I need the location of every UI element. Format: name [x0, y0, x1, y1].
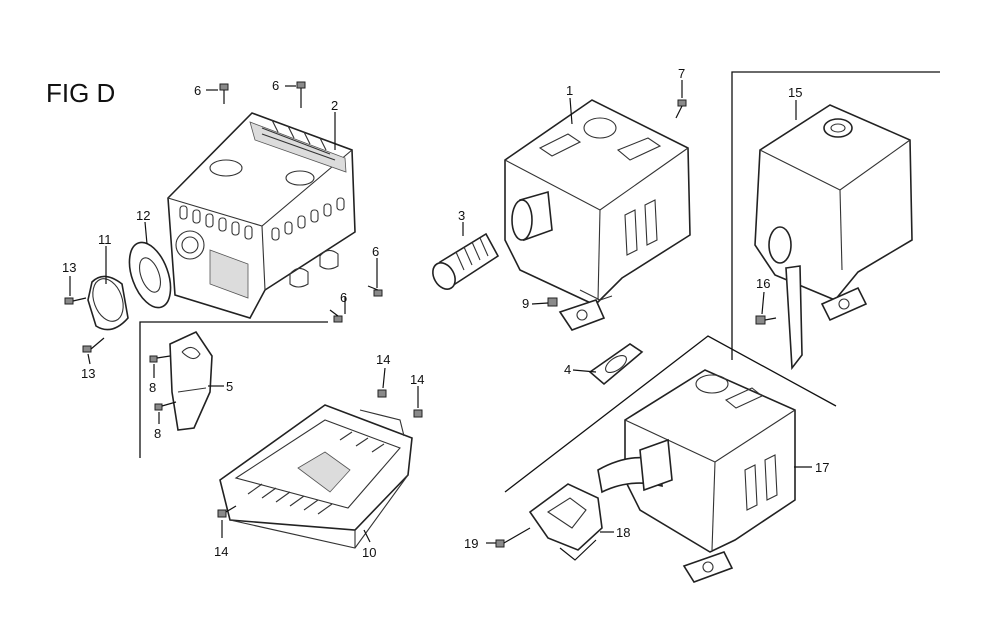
part-muffler-alt-bottom	[597, 369, 796, 583]
part-spark-arrester-cap	[87, 275, 129, 331]
leader-lines	[69, 80, 812, 561]
callout-13: 13	[81, 366, 95, 381]
callout-9: 9	[522, 296, 529, 311]
frame-muffler-alt-top	[731, 71, 940, 360]
bolt-8-top	[149, 355, 171, 363]
bolt-19	[495, 527, 531, 548]
callout-2: 2	[331, 98, 338, 113]
part-heat-shield	[169, 330, 213, 431]
figure-title: FIG D	[46, 78, 115, 108]
callout-12: 12	[136, 208, 150, 223]
bolt-6-top-left	[219, 83, 229, 104]
part-spark-arrester-screen	[432, 232, 500, 290]
callout-6: 6	[194, 83, 201, 98]
part-muffler-main	[504, 99, 691, 331]
callout-1: 1	[566, 83, 573, 98]
bolt-6-top-center	[296, 81, 306, 108]
callout-14: 14	[376, 352, 390, 367]
callout-6: 6	[372, 244, 379, 259]
part-muffler-base-plate	[219, 404, 413, 549]
callout-4: 4	[564, 362, 571, 377]
callout-14: 14	[410, 372, 424, 387]
bolt-8-bottom	[154, 401, 177, 411]
part-exhaust-gasket-ring	[128, 241, 172, 309]
callout-8: 8	[154, 426, 161, 441]
callout-8: 8	[149, 380, 156, 395]
part-exhaust-deflector	[528, 483, 603, 551]
callout-labels: 6 6 2 1 7 3 9 4 6 6 12 11 13 13 8 8 5 14…	[62, 66, 829, 560]
callout-10: 10	[362, 545, 376, 560]
callout-16: 16	[756, 276, 770, 291]
callout-3: 3	[458, 208, 465, 223]
frame-muffler-alt-bottom	[504, 335, 837, 493]
bolt-14-a	[377, 389, 387, 398]
callout-6: 6	[340, 290, 347, 305]
bolt-13-bottom	[82, 337, 105, 353]
bolt-9	[547, 297, 558, 307]
bolt-6-bottom	[329, 309, 343, 323]
callout-19: 19	[464, 536, 478, 551]
bolt-6-right	[367, 285, 383, 297]
callout-17: 17	[815, 460, 829, 475]
callout-5: 5	[226, 379, 233, 394]
part-muffler-protector	[167, 112, 356, 319]
bolt-13-top	[64, 297, 87, 305]
callout-14: 14	[214, 544, 228, 559]
callout-15: 15	[788, 85, 802, 100]
bolt-14-c	[217, 505, 237, 518]
callout-13: 13	[62, 260, 76, 275]
bolt-14-b	[413, 409, 423, 418]
part-gasket	[588, 343, 644, 386]
bolt-set	[64, 81, 777, 548]
part-muffler-alt-top	[754, 104, 913, 371]
callout-6: 6	[272, 78, 279, 93]
frame-heat-shield-section	[139, 321, 328, 458]
callout-18: 18	[616, 525, 630, 540]
bolt-16	[755, 315, 777, 325]
bolt-7	[675, 99, 687, 119]
callout-7: 7	[678, 66, 685, 81]
callout-11: 11	[98, 232, 112, 247]
